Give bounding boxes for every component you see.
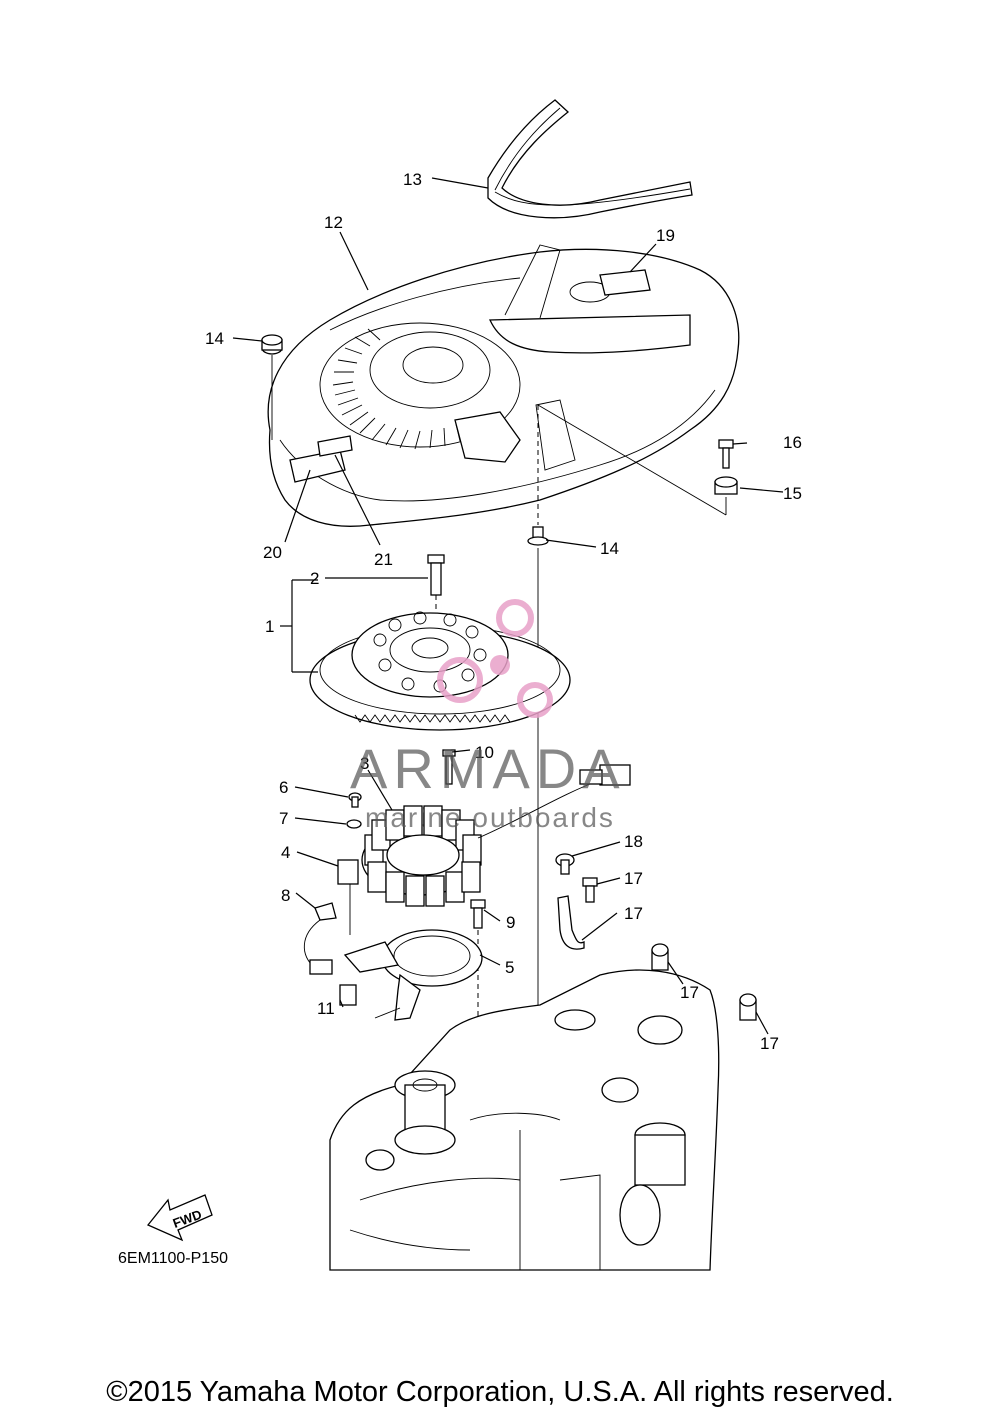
seal-strip-part [487, 99, 693, 219]
callout-20: 18 [624, 832, 643, 851]
bolt-16 [718, 439, 734, 469]
bolt-19 [582, 877, 598, 903]
washer-7 [346, 819, 362, 829]
callout-9: 9 [506, 913, 515, 932]
collar-14 [527, 526, 549, 546]
callout-16: 16 [783, 433, 802, 452]
callout-3: 3 [360, 754, 369, 773]
fwd-arrow-icon: FWD [146, 1194, 213, 1242]
watermark-brand: ARMADA [350, 737, 626, 800]
bolt-6 [348, 792, 362, 808]
callout-2: 2 [310, 569, 319, 588]
callout-7: 7 [279, 809, 288, 828]
callout-12: 12 [324, 213, 343, 232]
bolt-20 [555, 853, 575, 875]
callout-numbers: 13 12 19 14 16 15 20 21 14 2 1 10 3 6 7 … [205, 170, 802, 1053]
connector-part [579, 764, 631, 786]
callout-4: 4 [281, 843, 290, 862]
bolt-10 [442, 749, 456, 785]
callout-6: 6 [279, 778, 288, 797]
lead-clamp-8 [303, 902, 337, 969]
callout-8: 8 [281, 886, 290, 905]
stator-bracket-part [343, 929, 483, 1021]
grommet-15-right [714, 476, 738, 495]
callout-21: 19 [656, 226, 675, 245]
bolt-9 [470, 899, 486, 929]
grommet-17-upper [651, 943, 669, 971]
engine-block [329, 969, 720, 1271]
bolt-2 [427, 554, 445, 596]
diagram-code: 6EM1100-P150 [118, 1250, 228, 1267]
callout-5: 5 [505, 958, 514, 977]
pulser-coil-part [337, 859, 359, 935]
coupler-11 [309, 959, 357, 1006]
callout-22: 20 [263, 543, 282, 562]
callout-11: 11 [317, 999, 335, 1018]
bracket-18 [557, 895, 585, 950]
leader-lines [232, 177, 784, 1035]
copyright-text: ©2015 Yamaha Motor Corporation, U.S.A. A… [106, 1376, 894, 1408]
callout-14: 14 [600, 539, 619, 558]
callout-19: 17 [624, 869, 643, 888]
callout-18: 17 [624, 904, 643, 923]
stator-part [361, 779, 601, 907]
callout-13: 13 [403, 170, 422, 189]
callout-1: 1 [265, 617, 274, 636]
callout-15-right: 15 [783, 484, 802, 503]
callout-17-upper: 17 [680, 983, 699, 1002]
callout-23: 21 [374, 550, 393, 569]
callout-17-lower: 17 [760, 1034, 779, 1053]
watermark-tagline: marine outboards [365, 802, 615, 833]
watermark-logo [437, 599, 553, 718]
grommet-15-left [261, 334, 283, 355]
callout-10: 10 [475, 743, 494, 762]
flywheel-part [309, 611, 571, 731]
grommet-17-lower [739, 993, 757, 1021]
callout-15-left: 14 [205, 329, 224, 348]
flywheel-cover-part [267, 244, 740, 527]
